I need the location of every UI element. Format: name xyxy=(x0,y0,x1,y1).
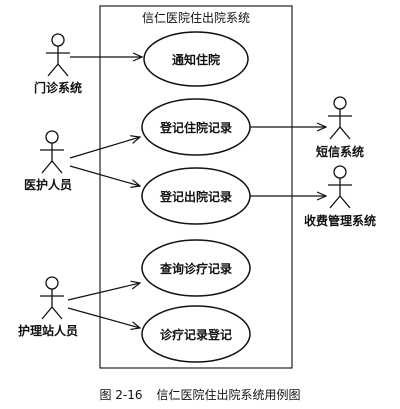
actor-nurse-station xyxy=(40,276,64,320)
assoc-nurse-treatment xyxy=(67,307,140,328)
assoc-nurse-query xyxy=(67,283,140,301)
use-case-notify-admission: 通知住院 xyxy=(143,31,249,87)
use-case-label: 通知住院 xyxy=(172,52,220,67)
use-case-ellipse xyxy=(141,239,251,297)
use-case-register-admission: 登记住院记录 xyxy=(141,98,251,156)
use-case-label: 登记出院记录 xyxy=(159,189,232,204)
use-case-ellipse xyxy=(141,305,251,363)
figure-title: 信仁医院住出院系统用例图 xyxy=(157,388,301,402)
actor-head xyxy=(45,130,59,144)
actor-label-nurse-station: 护理站人员 xyxy=(18,323,78,338)
assoc-medical-register-admission xyxy=(69,137,140,159)
actor-sms xyxy=(328,96,352,140)
use-case-label: 诊疗记录登记 xyxy=(160,327,232,342)
figure-caption: 图 2-16 信仁医院住出院系统用例图 xyxy=(99,388,300,402)
actor-head xyxy=(333,165,347,179)
system-title: 信仁医院住出院系统 xyxy=(142,11,250,25)
figure-number: 图 2-16 xyxy=(99,388,142,402)
actor-label-sms: 短信系统 xyxy=(316,144,364,159)
actor-medical xyxy=(40,130,64,174)
system-boundary xyxy=(99,5,293,369)
assoc-medical-register-discharge xyxy=(69,165,140,186)
use-case-register-discharge: 登记出院记录 xyxy=(141,167,251,225)
actor-head xyxy=(51,33,65,47)
actor-billing xyxy=(328,165,352,209)
use-case-ellipse xyxy=(141,167,251,225)
actor-label-billing: 收费管理系统 xyxy=(304,213,376,228)
use-case-ellipse xyxy=(143,31,249,87)
use-case-label: 查询诊疗记录 xyxy=(159,261,232,276)
associations xyxy=(67,57,326,328)
use-case-label: 登记住院记录 xyxy=(159,120,232,135)
actor-clinic xyxy=(46,33,70,77)
actor-label-medical: 医护人员 xyxy=(24,177,72,192)
actor-head xyxy=(45,276,59,290)
actor-label-clinic: 门诊系统 xyxy=(34,80,82,95)
use-case-register-treatment: 诊疗记录登记 xyxy=(141,305,251,363)
use-case-query-records: 查询诊疗记录 xyxy=(141,239,251,297)
actor-head xyxy=(333,96,347,110)
use-case-ellipse xyxy=(141,98,251,156)
